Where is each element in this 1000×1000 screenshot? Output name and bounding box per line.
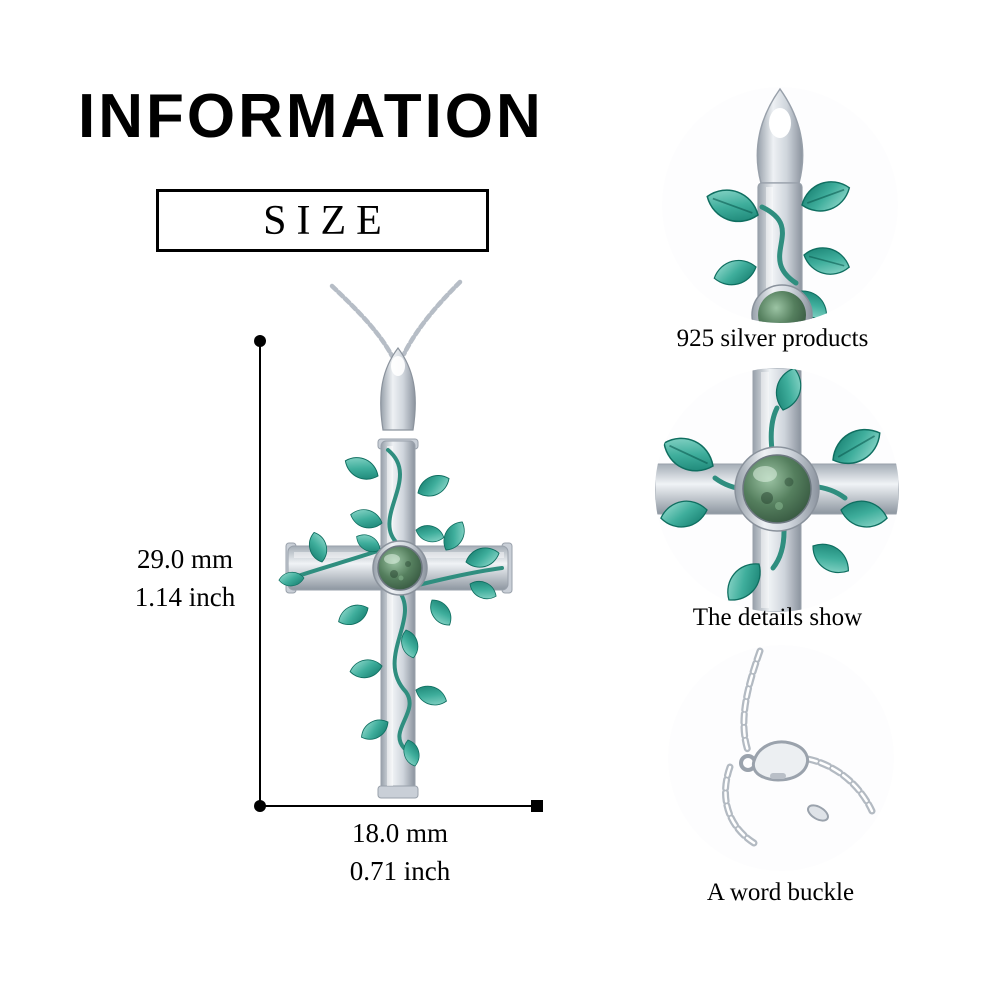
detail-caption-2: The details show xyxy=(692,604,863,631)
height-measurement: 29.0 mm 1.14 inch xyxy=(105,540,265,616)
size-box: SIZE xyxy=(156,189,489,252)
pendant-photo xyxy=(270,278,550,818)
vine-leaves xyxy=(278,457,500,767)
chain-end-tag xyxy=(807,804,829,822)
moss-agate-stone xyxy=(372,540,428,596)
pendant-bail xyxy=(380,346,416,431)
width-dimension-line xyxy=(260,805,537,807)
cross-pendant-image xyxy=(278,279,513,799)
page-title: INFORMATION xyxy=(78,82,544,151)
bail-detail-photo xyxy=(662,87,898,323)
lobster-clasp xyxy=(739,740,829,822)
cross-body xyxy=(285,438,513,799)
detail-caption-1: 925 silver products xyxy=(676,325,869,352)
height-dimension-line xyxy=(259,341,261,806)
stone-top-edge xyxy=(758,291,806,323)
center-closeup-image xyxy=(655,368,899,612)
chain-links xyxy=(721,647,876,847)
width-mm-label: 18.0 mm xyxy=(351,818,448,848)
height-mm-label: 29.0 mm xyxy=(136,544,233,574)
height-inch-label: 1.14 inch xyxy=(134,582,236,612)
moss-agate-stone-closeup xyxy=(742,454,812,524)
width-measurement: 18.0 mm 0.71 inch xyxy=(310,814,490,890)
dim-right-square xyxy=(531,800,543,812)
necklace-chain xyxy=(329,279,463,359)
detail-caption-3: A word buckle xyxy=(706,879,855,906)
clasp-closeup-image xyxy=(668,645,894,871)
center-detail-photo xyxy=(655,368,899,612)
size-label: SIZE xyxy=(263,197,392,244)
clasp-detail-photo xyxy=(668,645,894,871)
width-inch-label: 0.71 inch xyxy=(349,856,451,886)
bail-closeup-image xyxy=(662,87,898,323)
